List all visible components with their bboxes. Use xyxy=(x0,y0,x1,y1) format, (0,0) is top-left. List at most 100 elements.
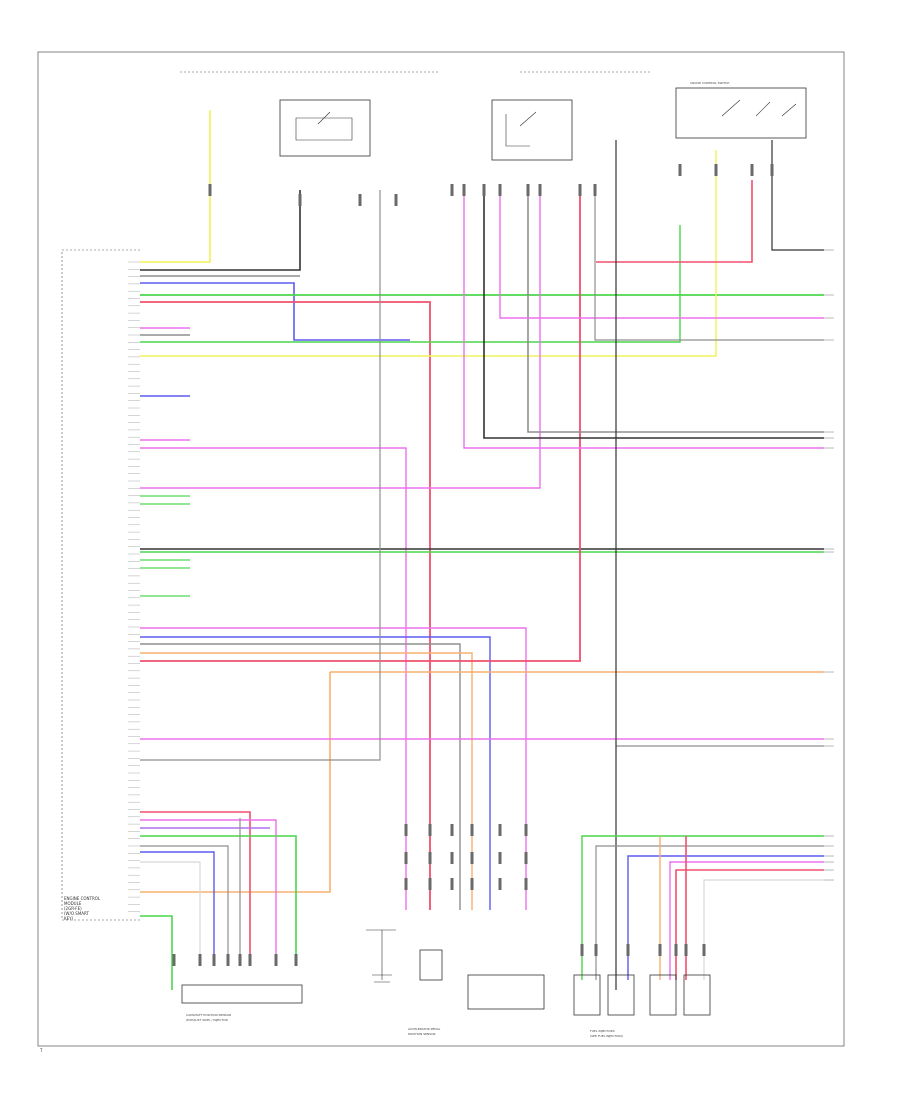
wire-blue-23 xyxy=(140,636,491,910)
connector-pin-41 xyxy=(626,944,630,956)
wire-black-41 xyxy=(483,190,824,439)
connector-pin-29 xyxy=(498,878,502,890)
connector-pin-48 xyxy=(750,164,754,176)
top-components: CRUISE CONTROL SWITCH xyxy=(180,71,807,161)
wire-pink-40 xyxy=(463,190,824,449)
connector-pin-31 xyxy=(172,954,176,966)
relay-box-2 xyxy=(491,99,573,161)
wire-pink-52 xyxy=(669,861,824,980)
wire-gray-36 xyxy=(140,845,229,960)
svg-text:KEY): KEY) xyxy=(64,916,74,921)
connector-pin-49 xyxy=(770,164,774,176)
camshaft-sensor-box xyxy=(181,984,303,1004)
wire-orange-28 xyxy=(140,672,331,893)
connector-group xyxy=(128,164,834,966)
connector-pin-12 xyxy=(593,184,597,196)
connector-pin-6 xyxy=(462,184,466,196)
connector-pin-10 xyxy=(538,184,542,196)
footer-code: T xyxy=(39,1048,43,1053)
wire-gray-24 xyxy=(140,643,461,910)
wire-group xyxy=(140,110,824,990)
wire-red-45 xyxy=(596,180,753,263)
wire-gray-44 xyxy=(594,190,824,341)
bottom-components: CAMSHAFT POSITION SENSOR (EXHAUST SIDE) … xyxy=(181,929,711,1038)
connector-pin-44 xyxy=(684,944,688,956)
wire-blue-37 xyxy=(140,851,215,960)
connector-pin-34 xyxy=(226,954,230,966)
injector-3 xyxy=(649,974,677,1016)
connector-pin-23 xyxy=(498,852,502,864)
wire-gray-49 xyxy=(595,845,824,980)
diagram-frame xyxy=(37,51,845,1047)
bottom-right-component-label-2: (SEE FUEL INJECTION) xyxy=(590,1034,623,1038)
wire-red-32 xyxy=(140,811,251,960)
ecm-boundary xyxy=(61,249,140,921)
relay-box-1 xyxy=(279,99,371,157)
wire-blue-4 xyxy=(140,282,410,341)
connector-pin-36 xyxy=(248,954,252,966)
wire-pink-22 xyxy=(140,627,527,910)
connector-pin-25 xyxy=(404,878,408,890)
connector-pin-19 xyxy=(404,852,408,864)
connector-pin-42 xyxy=(658,944,662,956)
injector-2 xyxy=(607,974,635,1016)
knock-sensor-box xyxy=(419,949,443,981)
wire-black-46 xyxy=(771,140,824,251)
wire-green-9 xyxy=(140,225,681,343)
connector-pin-9 xyxy=(526,184,530,196)
connector-pin-28 xyxy=(470,878,474,890)
connector-pin-1 xyxy=(208,184,212,196)
wire-green-39 xyxy=(140,915,173,990)
connector-pin-46 xyxy=(678,164,682,176)
wire-pink-43 xyxy=(499,190,824,319)
wire-red-26 xyxy=(140,190,581,662)
bottom-left-component-label-2: (EXHAUST SIDE) / INJECTOR xyxy=(186,1018,228,1022)
bottom-middle-component-label-2: POSITION SENSOR xyxy=(408,1032,436,1036)
ecm-label: ENGINE CONTROL MODULE (2GR-FE) (W/O SMAR… xyxy=(64,896,101,921)
bottom-middle-component-label-1: ACCELERATOR PEDAL xyxy=(408,1027,441,1031)
wire-pink-13 xyxy=(140,447,407,910)
bottom-left-component-label-1: CAMSHAFT POSITION SENSOR xyxy=(186,1013,231,1017)
connector-pin-45 xyxy=(702,944,706,956)
wire-red-54 xyxy=(675,869,824,980)
connector-pin-17 xyxy=(498,824,502,836)
connector-pin-20 xyxy=(428,852,432,864)
wire-yellow-10 xyxy=(140,150,717,357)
connector-pin-5 xyxy=(450,184,454,196)
wire-green-48 xyxy=(581,835,824,980)
wire-black-2 xyxy=(140,190,301,271)
wire-white-38 xyxy=(140,861,201,960)
wire-green-35 xyxy=(140,835,297,960)
svg-text:ENGINE CONTROL: ENGINE CONTROL xyxy=(64,896,101,901)
connector-pin-13 xyxy=(404,824,408,836)
pedal-sensor-box xyxy=(467,974,545,1010)
connector-pin-24 xyxy=(524,852,528,864)
connector-pin-35 xyxy=(238,954,242,966)
connector-pin-21 xyxy=(450,852,454,864)
wire-blue-50 xyxy=(627,855,824,980)
wire-pink-33 xyxy=(140,819,277,960)
svg-text:(2GR-FE): (2GR-FE) xyxy=(64,906,82,911)
connector-pin-47 xyxy=(714,164,718,176)
connector-pin-18 xyxy=(524,824,528,836)
top-right-component-label: CRUISE CONTROL SWITCH xyxy=(690,81,729,85)
connector-pin-38 xyxy=(294,954,298,966)
connector-pin-32 xyxy=(198,954,202,966)
connector-pin-30 xyxy=(524,878,528,890)
svg-text:(W/O SMART: (W/O SMART xyxy=(64,911,89,916)
connector-pin-22 xyxy=(470,852,474,864)
wire-red-6 xyxy=(140,301,431,910)
connector-pin-39 xyxy=(580,944,584,956)
connector-pin-2 xyxy=(298,194,302,206)
connector-pin-26 xyxy=(428,878,432,890)
injector-4 xyxy=(683,974,711,1016)
connector-pin-14 xyxy=(428,824,432,836)
connector-pin-7 xyxy=(482,184,486,196)
connector-pin-15 xyxy=(450,824,454,836)
connector-pin-16 xyxy=(470,824,474,836)
connector-pin-43 xyxy=(674,944,678,956)
wire-orange-25 xyxy=(140,652,473,910)
connector-pin-40 xyxy=(594,944,598,956)
wire-gray-42 xyxy=(527,190,824,433)
